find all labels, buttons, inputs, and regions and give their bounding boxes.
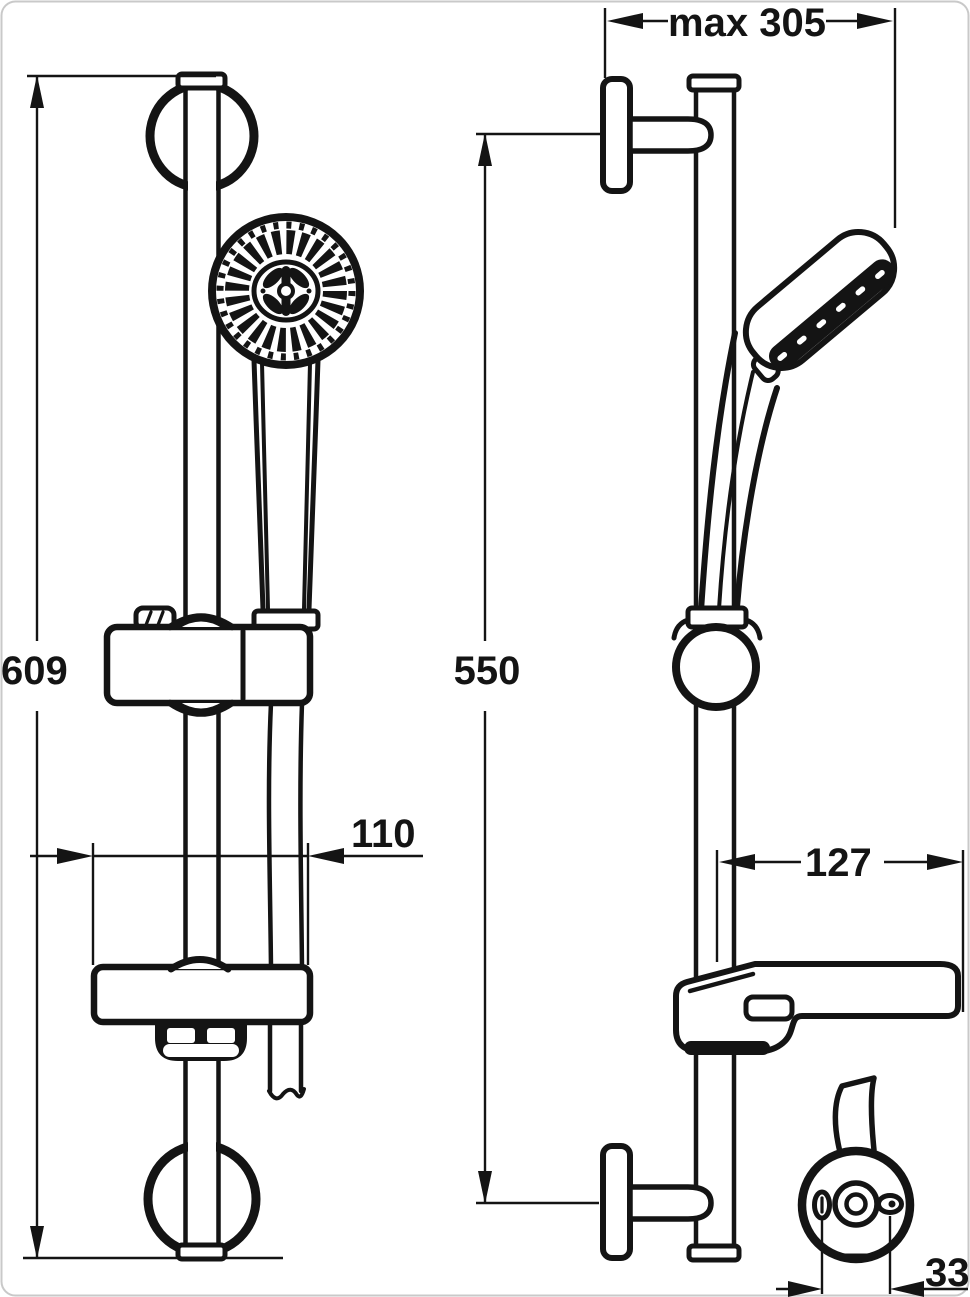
- bottom-detail-view: 33: [776, 1075, 970, 1297]
- dim-label-max-305: max 305: [668, 1, 826, 45]
- slider-knob-side: [671, 605, 763, 711]
- dim-label-550: 550: [454, 649, 521, 693]
- dimension-total-height: 609: [1, 74, 283, 1260]
- dim-label-110: 110: [351, 812, 416, 856]
- nozzle-rim-dots: [216, 221, 356, 361]
- nozzle-ring: [225, 230, 347, 352]
- hose-break-symbol: [267, 1087, 306, 1101]
- side-view: max 305 550 127: [454, 1, 965, 1263]
- shower-head-face: [208, 213, 364, 369]
- dim-label-127: 127: [805, 841, 872, 885]
- dimension-outlet-spacing: 33: [776, 1216, 970, 1297]
- handshower-handle-front: [251, 357, 321, 632]
- handshower-side: [698, 229, 898, 614]
- bracket-tab-bottom-view: [832, 1075, 877, 1155]
- shower-head-side: [742, 229, 898, 384]
- slider-holder: [103, 605, 314, 717]
- dimension-bracket-spacing: 550: [454, 132, 601, 1205]
- wall-fixing-top-side: [600, 76, 714, 194]
- dimension-dish-width: 110: [30, 812, 423, 965]
- soap-dish-clamp-front: [155, 1024, 247, 1061]
- dim-label-609: 609: [1, 649, 68, 693]
- front-view: 609 110: [1, 71, 423, 1262]
- outlet-center: [844, 1192, 868, 1216]
- dimension-dish-depth: 127: [715, 841, 965, 1012]
- dimension-max-reach: max 305: [603, 1, 897, 228]
- dim-label-33: 33: [925, 1251, 970, 1295]
- soap-dish-side: [673, 961, 961, 1055]
- wall-fixing-bottom-side: [600, 1143, 714, 1261]
- shower-hose: [266, 700, 306, 1101]
- soap-dish-front: [90, 956, 314, 1026]
